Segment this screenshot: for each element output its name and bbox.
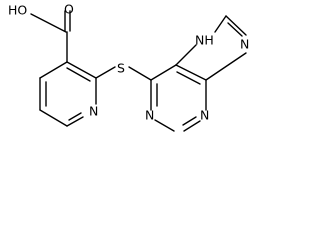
atom-label-pyrimidine-n1: N — [145, 108, 154, 123]
bond-pur-c4-c5-inner — [176, 71, 201, 85]
bond-c-oh — [30, 13, 67, 33]
bond-pur-n7-c8 — [214, 15, 227, 33]
bond-pyr-c5-c6 — [39, 109, 68, 127]
bonds — [30, 10, 247, 132]
atom-labels: HO O S N NH N N N — [8, 2, 249, 123]
atom-label-imidazole-nitrogen: N — [240, 37, 249, 52]
atom-label-pyridine-nitrogen: N — [89, 104, 98, 119]
bond-pyr-c6-n-inner — [68, 112, 82, 121]
bond-pur-c4-c5 — [175, 64, 207, 81]
bond-pur-c8-n9 — [225, 15, 247, 36]
bond-pur-n1-c2 — [154, 119, 175, 132]
bond-s-c6 — [128, 66, 152, 81]
atom-label-imidazole-nh: NH — [195, 33, 214, 48]
atom-label-carbonyl-oxygen: O — [64, 2, 74, 17]
bond-pur-n9-c4 — [205, 52, 247, 81]
atom-label-pyrimidine-n3: N — [200, 108, 209, 123]
bond-pyr-c2-c3-inner — [66, 67, 91, 82]
bond-pyr-c3-c4 — [39, 61, 68, 79]
bond-pur-c5-n7 — [175, 44, 197, 66]
chemical-structure-diagram: HO O S N NH N N N — [8, 2, 249, 132]
bond-pur-c6-c5 — [150, 64, 177, 81]
atom-label-sulfur: S — [117, 61, 125, 76]
bond-pur-c2-n3-inner — [182, 116, 197, 126]
bond-pur-c8-n9-inner — [227, 22, 243, 37]
atom-label-hydroxyl: HO — [8, 3, 27, 18]
bond-pyr-c6-n — [66, 116, 84, 127]
bond-pur-c2-n3 — [183, 120, 201, 132]
bond-pyr-c2-c3 — [66, 61, 97, 79]
bond-c2-s — [95, 66, 116, 79]
